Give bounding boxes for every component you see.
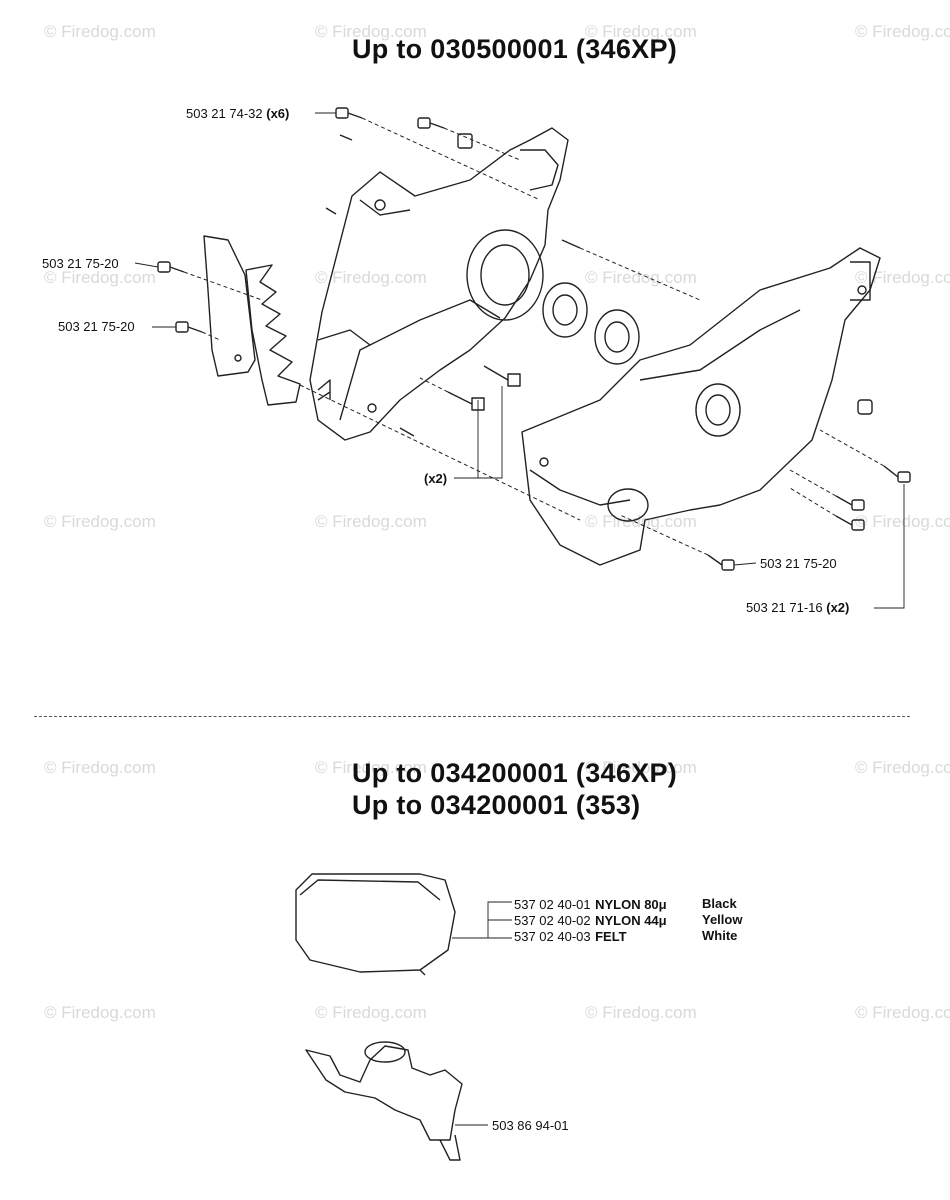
filter-color: Yellow: [702, 912, 743, 927]
part-number: 537 02 40-02: [514, 913, 591, 928]
screw: [835, 515, 865, 531]
part-label: 503 21 71-16 (x2): [746, 600, 849, 615]
screw: [335, 107, 363, 119]
crankcase-right-half: [521, 247, 881, 566]
watermark: © Firedog.com: [855, 1003, 950, 1022]
watermark: © Firedog.com: [855, 512, 950, 531]
watermark: © Firedog.com: [44, 512, 156, 531]
quantity: (x2): [826, 600, 850, 615]
bearing: [594, 309, 640, 365]
section-divider: [34, 716, 910, 717]
section-title: Up to 030500001 (346XP): [352, 34, 678, 64]
part-number: 503 21 74-32: [186, 106, 263, 121]
dowel: [325, 134, 581, 437]
pin: [417, 117, 445, 129]
part-number: 537 02 40-03: [514, 929, 591, 944]
screw: [157, 261, 185, 273]
material: NYLON 80μ: [595, 897, 667, 912]
quantity: (x6): [266, 106, 290, 121]
watermark: © Firedog.com: [585, 268, 697, 287]
part-number: 503 21 71-16: [746, 600, 823, 615]
part-label: 503 86 94-01: [492, 1118, 569, 1133]
quantity: (x2): [424, 471, 448, 486]
filter-row: 537 02 40-02 NYLON 44μ: [514, 912, 667, 930]
screw: [883, 465, 911, 483]
section-title: Up to 034200001 (353): [352, 790, 641, 820]
watermark: © Firedog.com: [585, 1003, 697, 1022]
crankcase-left-half: [309, 127, 569, 441]
watermark: © Firedog.com: [44, 758, 156, 777]
stud-pair: [447, 365, 521, 411]
part-label: 503 21 75-20: [42, 256, 119, 271]
watermark: © Firedog.com: [855, 758, 950, 777]
watermark: © Firedog.com: [855, 22, 950, 41]
watermark: © Firedog.com: [585, 512, 697, 531]
watermark: © Firedog.com: [315, 268, 427, 287]
section-title: Up to 034200001 (346XP): [352, 758, 678, 788]
watermark: © Firedog.com: [585, 758, 697, 777]
watermark: © Firedog.com: [315, 758, 427, 777]
filter-row: 537 02 40-01 NYLON 80μ: [514, 896, 667, 914]
screw: [175, 321, 203, 333]
watermark: © Firedog.com: [44, 22, 156, 41]
watermark: © Firedog.com: [44, 268, 156, 287]
material: FELT: [595, 929, 627, 944]
watermark: © Firedog.com: [315, 1003, 427, 1022]
bearing: [542, 282, 588, 338]
part-number: 537 02 40-01: [514, 897, 591, 912]
chain-guard-plate: [203, 235, 256, 377]
watermark: © Firedog.com: [855, 268, 950, 287]
spike-bumper: [245, 264, 301, 406]
air-filter: [295, 873, 456, 976]
pin: [457, 133, 473, 149]
watermark: © Firedog.com: [44, 1003, 156, 1022]
part-label: 503 21 75-20: [58, 319, 135, 334]
filter-holder: [305, 1041, 463, 1161]
screw: [835, 495, 865, 511]
watermark: © Firedog.com: [315, 512, 427, 531]
filter-row: 537 02 40-03 FELT: [514, 928, 627, 946]
pin: [857, 399, 873, 415]
material: NYLON 44μ: [595, 913, 667, 928]
filter-color: White: [702, 928, 738, 943]
watermark: © Firedog.com: [315, 22, 427, 41]
part-label: 503 21 75-20: [760, 556, 837, 571]
filter-color: Black: [702, 896, 737, 911]
screw: [707, 554, 735, 571]
watermark: © Firedog.com: [585, 22, 697, 41]
part-label: 503 21 74-32 (x6): [186, 106, 289, 121]
